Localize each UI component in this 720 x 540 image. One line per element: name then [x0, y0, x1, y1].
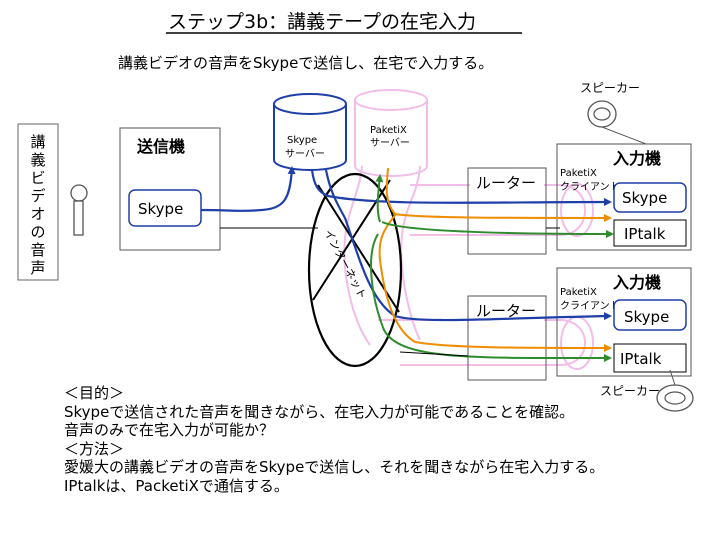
input-machine-1: 入力機 PaketiX クライアント Skype IPtalk [556, 143, 692, 251]
notes-block: ＜目的＞ Skypeで送信された音声を聞きながら、在宅入力が可能であることを確認… [64, 384, 714, 495]
skype-server-line2: サーバー [285, 148, 325, 160]
paketix-server: PaketiX サーバー [354, 89, 428, 177]
client-1-line2: クライアント [560, 181, 620, 193]
input-machine-2-title: 入力機 [613, 273, 661, 292]
client-2-line1: PaketiX [560, 287, 597, 298]
client-1-iptalk-app [613, 219, 687, 247]
client-2-iptalk-label: IPtalk [620, 350, 662, 368]
internet-cloud: インターネット [307, 172, 403, 368]
client-1-skype-app [613, 182, 687, 213]
client-1-line1: PaketiX [560, 168, 597, 179]
note-line-5: 愛媛大の講義ビデオの音声をSkypeで送信し、それを聞きながら在宅入力する。 [64, 458, 605, 476]
input-machine-2: 入力機 PaketiX クライアント Skype IPtalk [556, 267, 692, 377]
note-line-6: IPtalkは、PacketiXで通信する。 [64, 476, 289, 495]
router-2-label: ルーター [476, 302, 536, 320]
note-line-4: ＜方法＞ [64, 439, 125, 458]
skype-server: Skype サーバー [273, 93, 347, 171]
speaker-1: スピーカー [580, 81, 647, 145]
note-line-1: ＜目的＞ [64, 384, 125, 402]
iptalk-path-green [370, 174, 614, 363]
client-2-skype-app [613, 299, 687, 331]
sender-box: 送信機 Skype [119, 127, 221, 251]
speaker-2: スピーカー [600, 369, 694, 412]
input-machine-1-title: 入力機 [613, 149, 661, 168]
sender-skype-label: Skype [138, 200, 183, 218]
client-2-skype-label: Skype [624, 308, 669, 326]
source-box-label: 講義ビデオの音声 [30, 133, 45, 277]
iptalk-path-orange [378, 167, 612, 352]
paketix-server-line2: サーバー [370, 137, 410, 149]
router-1-label: ルーター [476, 174, 536, 192]
speaker-2-label: スピーカー [600, 384, 660, 398]
paketix-server-line1: PaketiX [370, 125, 407, 136]
microphone-icon [70, 184, 88, 236]
client-2-iptalk-app [613, 343, 687, 373]
router-link-2 [399, 351, 469, 357]
sender-skype-app [128, 189, 202, 227]
source-box: 講義ビデオの音声 [17, 123, 59, 281]
sender-title: 送信機 [136, 137, 185, 156]
client-1-iptalk-label: IPtalk [624, 225, 666, 243]
client-1-skype-label: Skype [622, 189, 667, 207]
subtitle: 講義ビデオの音声をSkypeで送信し、在宅で入力する。 [118, 54, 493, 72]
skype-audio-path [200, 166, 612, 322]
speaker-1-icon [587, 100, 617, 128]
note-line-3: 音声のみで在宅入力が可能か？ [64, 421, 275, 439]
router-1: ルーター [467, 167, 547, 255]
skype-server-line1: Skype [287, 135, 317, 146]
router-2: ルーター [467, 295, 547, 381]
client-2-line2: クライアント [560, 300, 620, 312]
page-title: ステップ3b：講義テープの在宅入力 [168, 11, 476, 33]
note-line-2: Skypeで送信された音声を聞きながら、在宅入力が可能であることを確認。 [64, 402, 575, 421]
speaker-1-label: スピーカー [580, 81, 640, 95]
